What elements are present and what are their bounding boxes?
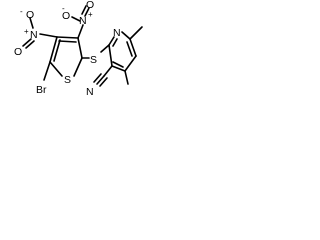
atom-labels: N + O O - N + O - O S S Br N N	[14, 0, 121, 98]
bond-pyr-c2-n	[108, 36, 115, 46]
bond-nitro-left-n-o-down-double	[25, 40, 35, 49]
nitro-top-o-left-label: O	[62, 10, 70, 22]
bond-thiophene-c5-c4	[49, 36, 58, 63]
bond-nitrile-triple-b	[93, 73, 102, 83]
nitro-top-o-up-label: O	[86, 0, 94, 11]
bonds	[22, 5, 143, 87]
bond-thiophene-c3-c4-double	[58, 40, 77, 43]
bond-methyl-top	[129, 26, 143, 40]
nitrile-n-label: N	[86, 86, 94, 98]
bond-nitro-left-n-o-up	[29, 17, 34, 29]
bond-pyr-c5-c4	[124, 55, 137, 72]
bond-thiophene-c3-c2	[77, 37, 83, 59]
bond-nitrile-triple-a	[96, 75, 105, 85]
bond-c4-nitro-n	[39, 33, 58, 38]
thiophene-s-label: S	[64, 74, 71, 86]
bond-nitro-top-n-o-up-double	[81, 5, 87, 15]
bond-pyr-c4-c3	[111, 65, 126, 72]
bond-c5-br	[43, 61, 51, 81]
bond-pyr-c6-c5	[129, 38, 137, 57]
bond-thiophene-c3-c4	[56, 36, 79, 39]
bond-pyr-c4-c3-double	[112, 61, 124, 68]
bond-c3-nitro-n	[77, 24, 84, 39]
bond-thiophene-s-c5	[49, 61, 63, 77]
molecule-structure: N + O O - N + O - O S S Br N N	[14, 0, 143, 98]
nitro-top-plus-label: +	[88, 10, 93, 19]
nitro-top-minus-label: -	[62, 4, 65, 13]
bond-pyr-c3-c2	[108, 44, 113, 67]
bond-thiophene-c5-c4-double	[53, 39, 61, 62]
nitro-left-plus-label: +	[24, 27, 29, 36]
bond-thiophene-c2-s	[73, 57, 83, 77]
nitro-top-n-label: N	[79, 15, 87, 27]
bridge-s-label: S	[90, 54, 97, 66]
bond-s-bridge-pyridine	[100, 44, 110, 53]
bond-pyr-c2-n-double	[112, 38, 118, 47]
bond-c3-nitrile-c	[103, 65, 113, 77]
bond-pyr-n-c6	[121, 31, 131, 40]
pyridine-n-label: N	[113, 27, 121, 39]
bond-methyl-bottom	[124, 70, 129, 85]
bromine-label: Br	[36, 84, 47, 96]
bond-nitro-top-n-o-left	[71, 16, 81, 22]
bond-nitro-top-n-o-up	[84, 7, 90, 17]
bond-pyr-c6-c5-double	[126, 41, 133, 57]
nitro-left-o-down-label: O	[14, 46, 22, 58]
bond-nitro-left-n-o-down	[22, 38, 32, 47]
nitro-left-o-up-label: O	[26, 9, 34, 21]
nitro-left-n-label: N	[30, 29, 38, 41]
nitro-left-minus-label: -	[20, 7, 23, 16]
bond-nitrile-triple-c	[99, 77, 108, 87]
